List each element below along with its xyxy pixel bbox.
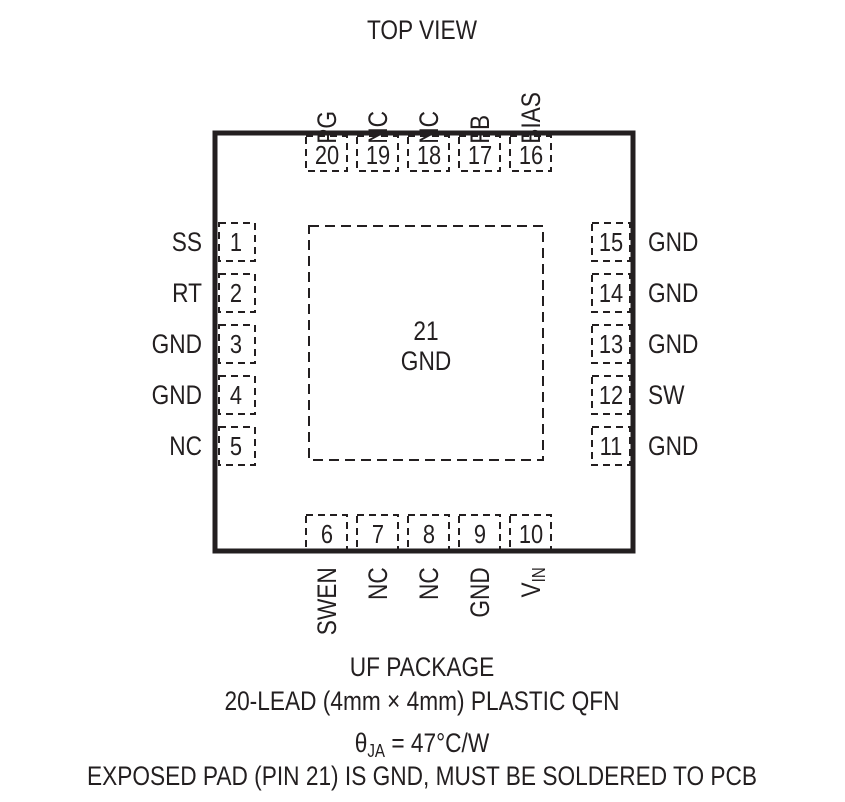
exposed-pad-note: EXPOSED PAD (PIN 21) IS GND, MUST BE SOL… [86,761,758,791]
pin-pad-8 [407,514,450,551]
pin-pad-3 [218,324,256,364]
pin-label: GND [648,278,699,308]
pin-label: NC [363,111,393,144]
pin-label: PG [312,111,342,144]
pin-number: 20 [314,140,340,170]
pin-pad-13 [591,324,631,364]
pin-number: 19 [365,140,391,170]
exposed-pad-number: 21 [413,316,439,346]
pin-pad-18 [407,135,450,172]
pin-pad-14 [591,273,631,313]
pin-pad-11 [591,426,631,466]
vin-main: V [516,582,546,598]
pin-pad-4 [218,375,256,415]
theta-subscript: JA [367,741,386,761]
pin-number: 8 [422,519,436,549]
pin-pad-1 [218,222,256,262]
pin-label: NC [414,111,444,144]
exposed-pad-outline [308,225,544,461]
pin-number: 9 [473,519,487,549]
pin-number: 10 [518,519,544,549]
pin-label: BIAS [516,92,546,144]
pin-number: 4 [229,380,243,410]
pin-number: 12 [598,380,624,410]
pin-number: 11 [599,431,623,461]
pin-pad-2 [218,273,256,313]
pin-label: NC [414,567,444,600]
thermal-resistance: θJA = 47°C/W [254,728,590,761]
pin-pad-19 [356,135,399,172]
pin-label: RT [172,278,202,308]
pin-pad-7 [356,514,399,551]
pin-number: 16 [518,140,544,170]
pin-number: 6 [320,519,334,549]
view-title: TOP VIEW [366,15,478,45]
pin-number: 5 [229,431,243,461]
pin-label: GND [465,567,495,618]
pin-number: 3 [229,329,243,359]
pin-label: NC [363,567,393,600]
pin-label: GND [648,227,699,257]
pin-pads [218,135,631,551]
pin-label: SW [648,380,685,410]
pin-pad-17 [458,135,501,172]
pin-label-vin: VIN [516,567,549,643]
pin-number: 2 [229,278,243,308]
pin-pad-6 [305,514,348,551]
pin-number: 15 [598,227,624,257]
pin-number: 7 [371,519,385,549]
vin-subscript: IN [529,567,549,583]
pin-label: SS [171,227,202,257]
pin-pad-5 [218,426,256,466]
pin-label: NC [169,431,202,461]
pin-pad-16 [509,135,552,172]
pin-pad-9 [458,514,501,551]
pin-number: 13 [598,329,624,359]
pin-label: FB [465,114,495,144]
package-name: UF PACKAGE [349,652,495,682]
pin-number: 1 [229,227,243,257]
pin-label: GND [151,380,202,410]
pin-number: 14 [598,278,624,308]
pin-pad-15 [591,222,631,262]
pin-label: GND [648,431,699,461]
theta-value: = 47°C/W [385,728,490,758]
theta-symbol: θ [354,728,368,758]
pin-label: SWEN [312,567,342,636]
package-description: 20-LEAD (4mm × 4mm) PLASTIC QFN [224,686,620,716]
pin-label: GND [151,329,202,359]
pin-label: GND [648,329,699,359]
exposed-pad-name: GND [400,346,452,376]
pin-pad-10 [509,514,552,551]
pin-pad-20 [305,135,348,172]
pin-number: 18 [416,140,442,170]
pin-pad-12 [591,375,631,415]
pin-number: 17 [467,140,493,170]
